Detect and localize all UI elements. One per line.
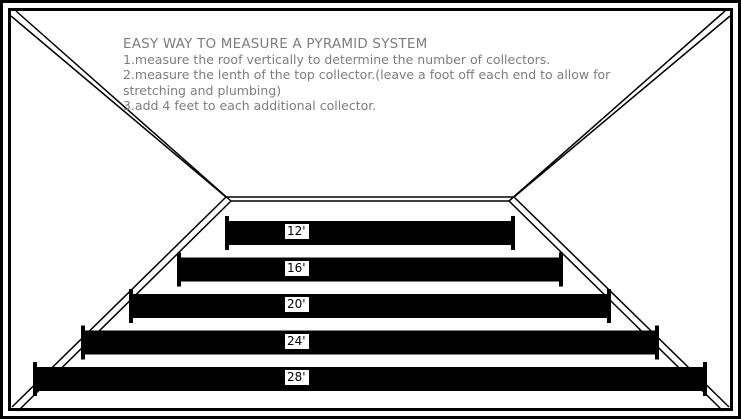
collector-16ft (177, 252, 563, 287)
collector-28ft (33, 362, 707, 396)
collectors-layer (33, 216, 707, 396)
collector-header-left (177, 252, 181, 287)
instruction-step-2-line-2: stretching and plumbing) (123, 82, 282, 98)
instruction-step-2-line-1: 2.measure the lenth of the top collector… (123, 67, 611, 83)
collector-header-left (225, 216, 229, 250)
collector-length-label: 16' (284, 259, 310, 277)
instructions-block: EASY WAY TO MEASURE A PYRAMID SYSTEM 1.m… (123, 36, 683, 113)
inner-frame (8, 8, 733, 411)
collector-length-label: 12' (284, 223, 310, 240)
collector-24ft (81, 325, 659, 360)
instruction-step-3: 3.add 4 feet to each additional collecto… (123, 97, 377, 113)
hip-line-left (10, 10, 232, 202)
collector-header-right (607, 289, 611, 323)
collector-header-right (703, 362, 707, 396)
collector-12ft (225, 216, 515, 250)
collector-length-label: 24' (284, 332, 310, 350)
ridge-line (226, 196, 514, 202)
collector-bar (82, 330, 658, 355)
collector-length-label: 28' (284, 369, 310, 386)
instruction-step-1: 1.measure the roof vertically to determi… (123, 52, 551, 68)
collector-bar (130, 294, 610, 318)
collector-header-right (559, 252, 563, 287)
collector-header-left (33, 362, 37, 396)
instructions-title: EASY WAY TO MEASURE A PYRAMID SYSTEM (123, 36, 428, 52)
collector-bar (34, 367, 706, 391)
collector-header-right (655, 325, 659, 360)
collector-length-label: 20' (284, 296, 310, 313)
collector-20ft (129, 289, 611, 323)
collector-bar (226, 221, 514, 245)
collector-header-right (511, 216, 515, 250)
hip-line-right (508, 10, 731, 202)
collector-header-left (129, 289, 133, 323)
collector-header-left (81, 325, 85, 360)
collector-bar (178, 257, 562, 282)
